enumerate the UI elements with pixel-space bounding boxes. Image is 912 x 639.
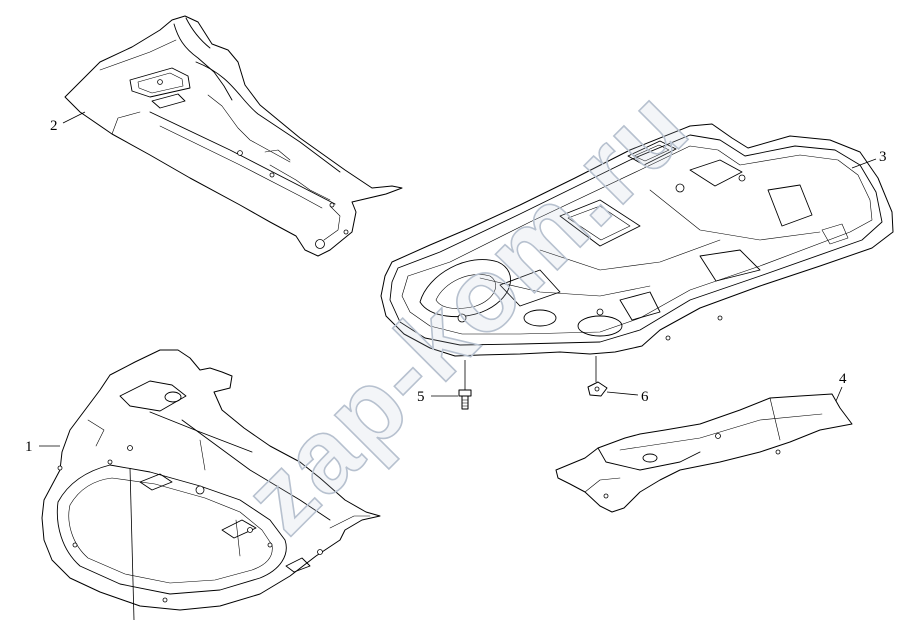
callout-4: 4 bbox=[839, 371, 847, 387]
part-4-outline bbox=[555, 393, 853, 513]
mounting-hole bbox=[603, 493, 609, 499]
mounting-hole bbox=[343, 229, 349, 235]
mounting-hole bbox=[72, 542, 78, 548]
mounting-hole bbox=[127, 445, 133, 451]
mounting-hole bbox=[269, 172, 275, 178]
mounting-hole bbox=[329, 202, 335, 208]
mounting-hole bbox=[267, 542, 273, 548]
part-3-drawing bbox=[380, 123, 894, 357]
callout-1: 1 bbox=[25, 439, 33, 455]
callout-3: 3 bbox=[879, 149, 887, 165]
mounting-hole bbox=[717, 315, 723, 321]
mounting-hole bbox=[675, 183, 685, 193]
part-3-details bbox=[389, 134, 883, 346]
mounting-hole bbox=[738, 174, 746, 182]
part-3-outline bbox=[380, 123, 894, 357]
mounting-hole bbox=[596, 308, 604, 316]
part-1-outline bbox=[41, 349, 381, 611]
part-4-drawing bbox=[555, 393, 853, 513]
part-1-section-line bbox=[129, 467, 135, 621]
part-2-drawing bbox=[64, 15, 403, 257]
mounting-hole bbox=[775, 449, 781, 455]
bolt-shank bbox=[461, 395, 469, 410]
leader-2 bbox=[62, 111, 86, 124]
nut-hole bbox=[594, 386, 600, 392]
part-2-details bbox=[99, 17, 349, 249]
part-4-details bbox=[584, 397, 823, 499]
bolt-head bbox=[458, 389, 472, 397]
mounting-hole bbox=[162, 597, 168, 603]
leader-3 bbox=[851, 158, 877, 169]
callout-5: 5 bbox=[417, 389, 425, 405]
mounting-hole bbox=[457, 313, 467, 323]
callout-2: 2 bbox=[50, 118, 58, 134]
leader-lines bbox=[39, 111, 877, 447]
mounting-hole bbox=[317, 549, 323, 555]
part-1-drawing bbox=[41, 349, 381, 621]
part-2-outline bbox=[64, 15, 403, 257]
part-6-nut bbox=[587, 356, 608, 397]
mounting-hole bbox=[715, 433, 721, 439]
mounting-hole bbox=[237, 150, 243, 156]
mounting-hole bbox=[247, 527, 253, 533]
callouts: 1 2 3 4 5 6 bbox=[25, 118, 887, 455]
mounting-hole bbox=[157, 79, 163, 85]
mounting-hole bbox=[57, 465, 63, 471]
part-5-bolt bbox=[458, 360, 472, 410]
mounting-hole bbox=[107, 459, 113, 465]
leader-6 bbox=[606, 391, 639, 396]
callout-6: 6 bbox=[641, 389, 649, 405]
part-1-details bbox=[56, 380, 371, 603]
mounting-hole bbox=[195, 485, 205, 495]
leader-4 bbox=[835, 386, 843, 402]
mounting-hole bbox=[315, 239, 325, 249]
mounting-hole bbox=[665, 335, 671, 341]
